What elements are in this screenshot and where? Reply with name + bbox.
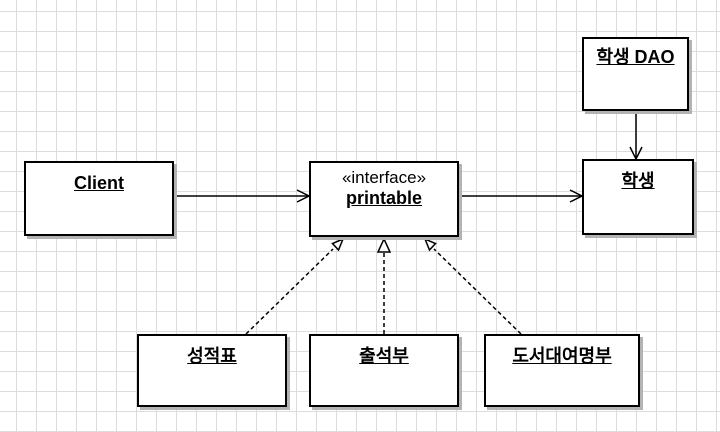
class-client-name: Client (73, 173, 124, 193)
class-student-name: 학생 (621, 171, 655, 191)
class-student-dao-name: 학생 DAO (596, 47, 675, 67)
realization-grade-report-line (245, 248, 334, 335)
interface-printable[interactable]: «interface» printable (309, 161, 459, 237)
interface-stereotype: «interface» (341, 168, 427, 187)
class-book-rental-list-name: 도서대여명부 (512, 346, 612, 366)
class-attendance-book-name: 출석부 (359, 346, 409, 366)
realization-attendance-arrowhead (376, 237, 392, 253)
realization-book-rental-line (433, 248, 522, 335)
class-client[interactable]: Client (24, 161, 174, 236)
class-student-dao[interactable]: 학생 DAO (582, 37, 689, 111)
class-book-rental-list[interactable]: 도서대여명부 (484, 334, 640, 407)
class-student[interactable]: 학생 (582, 159, 694, 235)
interface-printable-name: printable (345, 188, 422, 208)
class-attendance-book[interactable]: 출석부 (309, 334, 459, 407)
class-grade-report[interactable]: 성적표 (137, 334, 287, 407)
realization-book-rental-arrowhead (423, 237, 437, 252)
realization-grade-report-arrowhead (331, 237, 345, 252)
class-grade-report-name: 성적표 (187, 346, 237, 366)
